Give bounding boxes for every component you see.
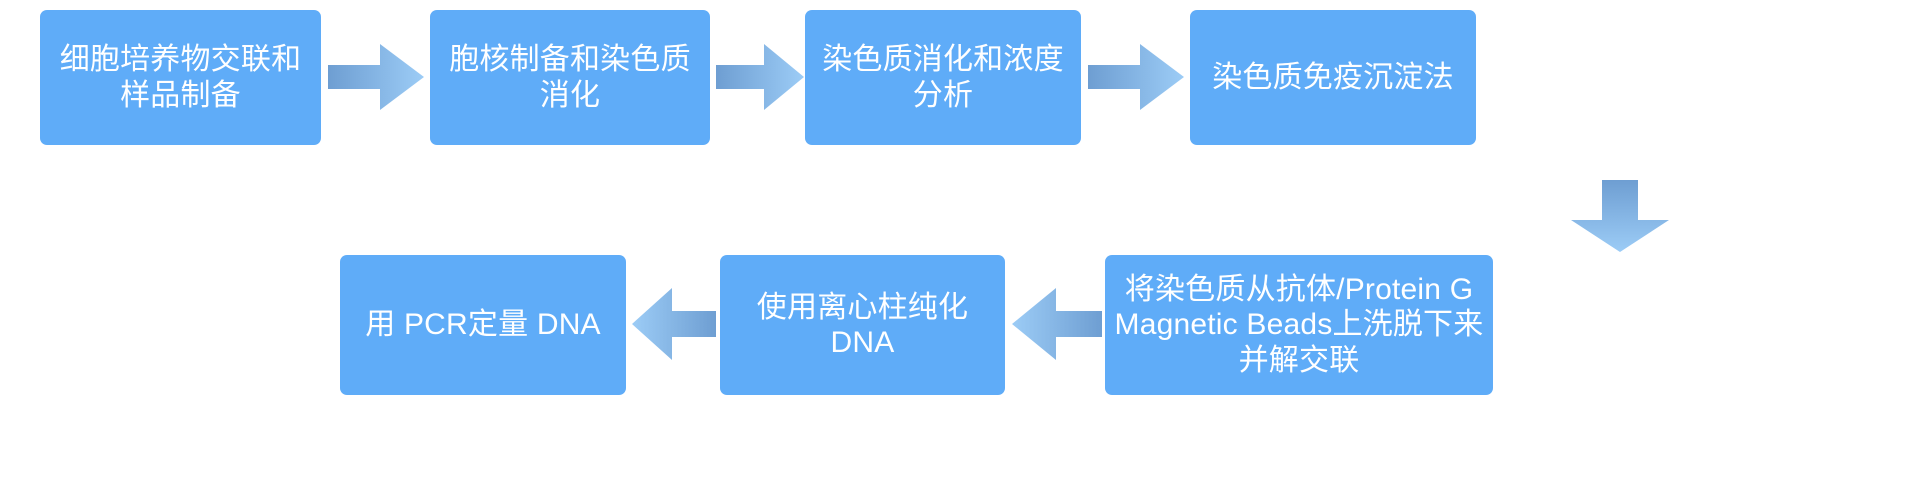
arrow-down-icon-1: [1571, 180, 1669, 252]
flow-node-step-3[interactable]: 染色质消化和浓度 分析: [805, 10, 1081, 145]
arrow-left-icon-2: [632, 288, 716, 360]
arrow-right-icon-1: [328, 44, 424, 110]
arrow-right-icon-2: [716, 44, 804, 110]
flow-node-step-5[interactable]: 将染色质从抗体/Protein G Magnetic Beads上洗脱下来 并解…: [1105, 255, 1493, 395]
flow-node-step-4[interactable]: 染色质免疫沉淀法: [1190, 10, 1476, 145]
flow-node-step-6[interactable]: 使用离心柱纯化 DNA: [720, 255, 1005, 395]
flow-node-step-7[interactable]: 用 PCR定量 DNA: [340, 255, 626, 395]
arrow-left-icon-1: [1012, 288, 1102, 360]
arrow-right-icon-3: [1088, 44, 1184, 110]
flow-node-step-1[interactable]: 细胞培养物交联和 样品制备: [40, 10, 321, 145]
flow-node-step-2[interactable]: 胞核制备和染色质 消化: [430, 10, 710, 145]
